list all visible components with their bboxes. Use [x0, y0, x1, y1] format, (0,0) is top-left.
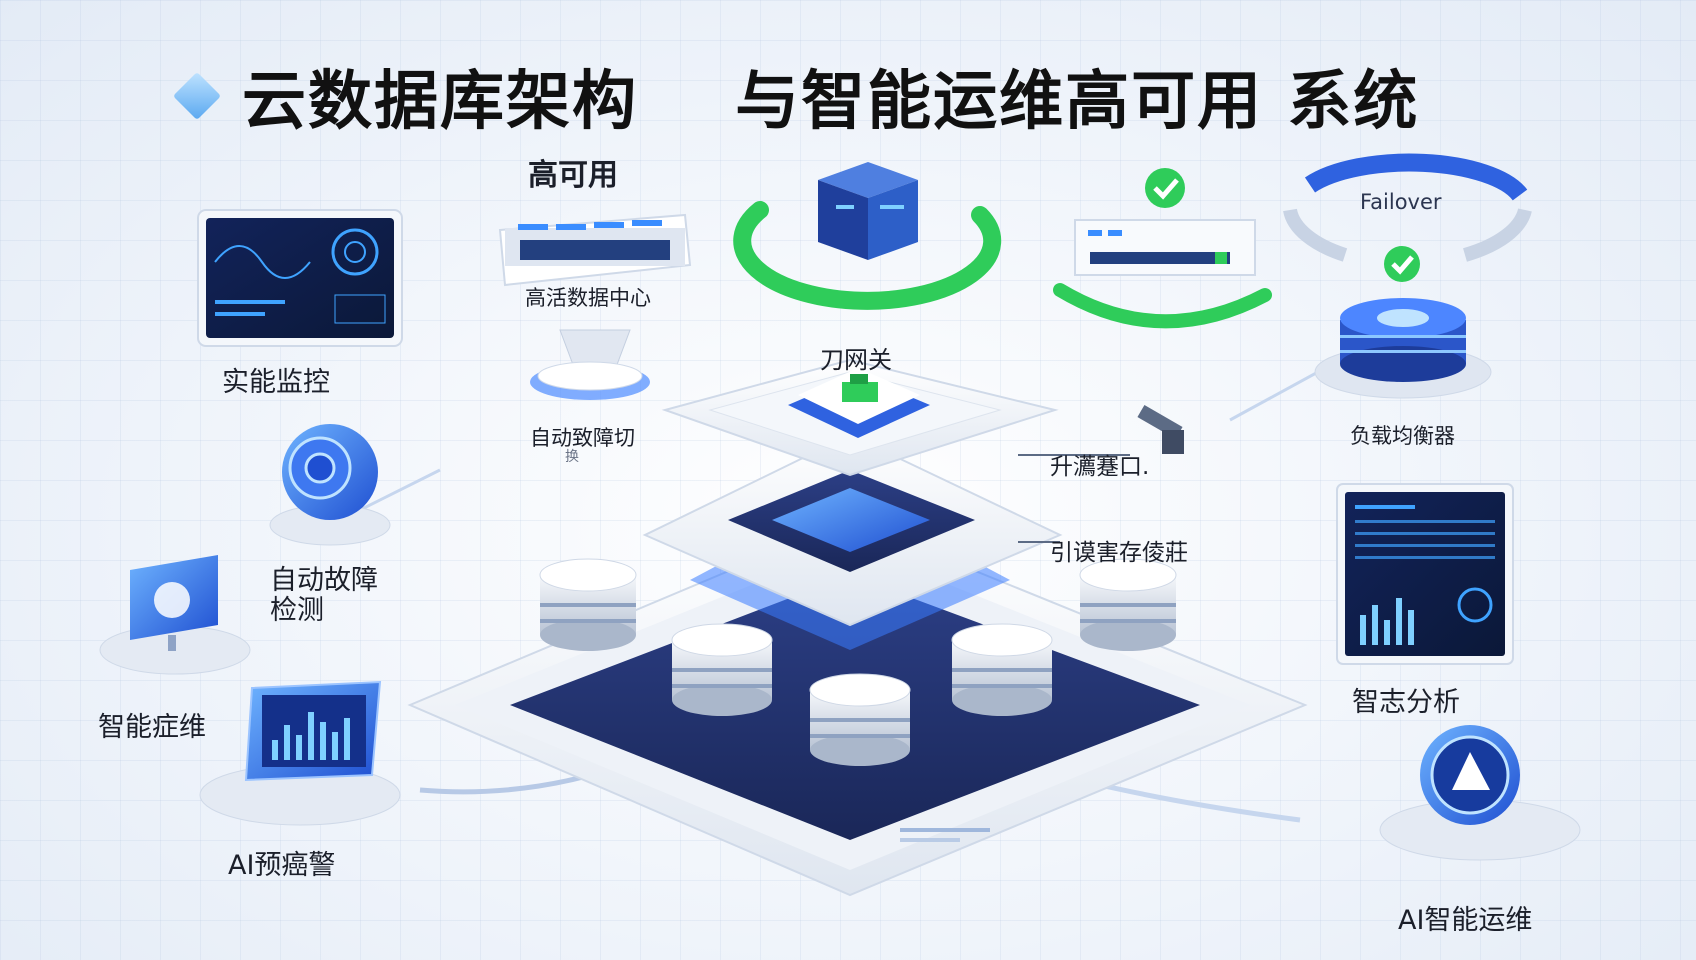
cable-plug-icon	[1018, 404, 1184, 543]
label-auto-fault-detect-1: 自动故障	[270, 565, 378, 596]
page-title: 云数据库架构 与智能运维高可用 系统	[242, 65, 1420, 139]
title-bar: 云数据库架构 与智能运维高可用 系统	[172, 50, 1420, 142]
ai-robot-disc-icon	[1379, 725, 1581, 861]
label-high-availability: 高可用	[528, 158, 618, 193]
monitor-screen-icon	[197, 209, 403, 347]
target-disc-icon	[269, 424, 391, 546]
dashboard-tablet-icon	[1336, 483, 1514, 665]
label-smart-ops: 智能症维	[98, 712, 206, 743]
cloud-tablet-icon	[99, 555, 251, 675]
label-active-dc: 高活数据中心	[525, 286, 651, 310]
server-rack-icon	[498, 213, 692, 400]
label-storage: 引谟害存倰莊	[1050, 540, 1188, 566]
check-icon	[1145, 168, 1420, 282]
label-gateway: 刀网关	[820, 346, 892, 374]
label-ai-ops: AI智能运维	[1398, 905, 1533, 936]
label-auto-fault-detect-2: 检测	[270, 595, 324, 626]
label-failover: Failover	[1360, 190, 1442, 214]
storage-layer	[642, 433, 1063, 650]
server-rack-icon	[1053, 219, 1272, 329]
gateway-box-icon	[788, 368, 930, 438]
label-load-balancer: 负载均衡器	[1350, 424, 1455, 448]
disk-stack-icon	[1314, 298, 1492, 399]
label-auto-switch: 自动致障切	[530, 426, 635, 450]
failover-ring	[1283, 153, 1532, 262]
label-port: 升瀳蹇口.	[1050, 454, 1150, 480]
label-realtime-monitor: 实能监控	[222, 367, 330, 398]
server-cube-icon	[733, 162, 1002, 310]
label-ai-alert: AI预癌警	[228, 850, 336, 881]
label-log-analysis: 智志分析	[1352, 687, 1460, 718]
disk-stack-icon	[539, 558, 1177, 766]
label-auto-switch-sub: 换	[565, 449, 579, 465]
bar-chart-tablet-icon	[199, 680, 401, 826]
